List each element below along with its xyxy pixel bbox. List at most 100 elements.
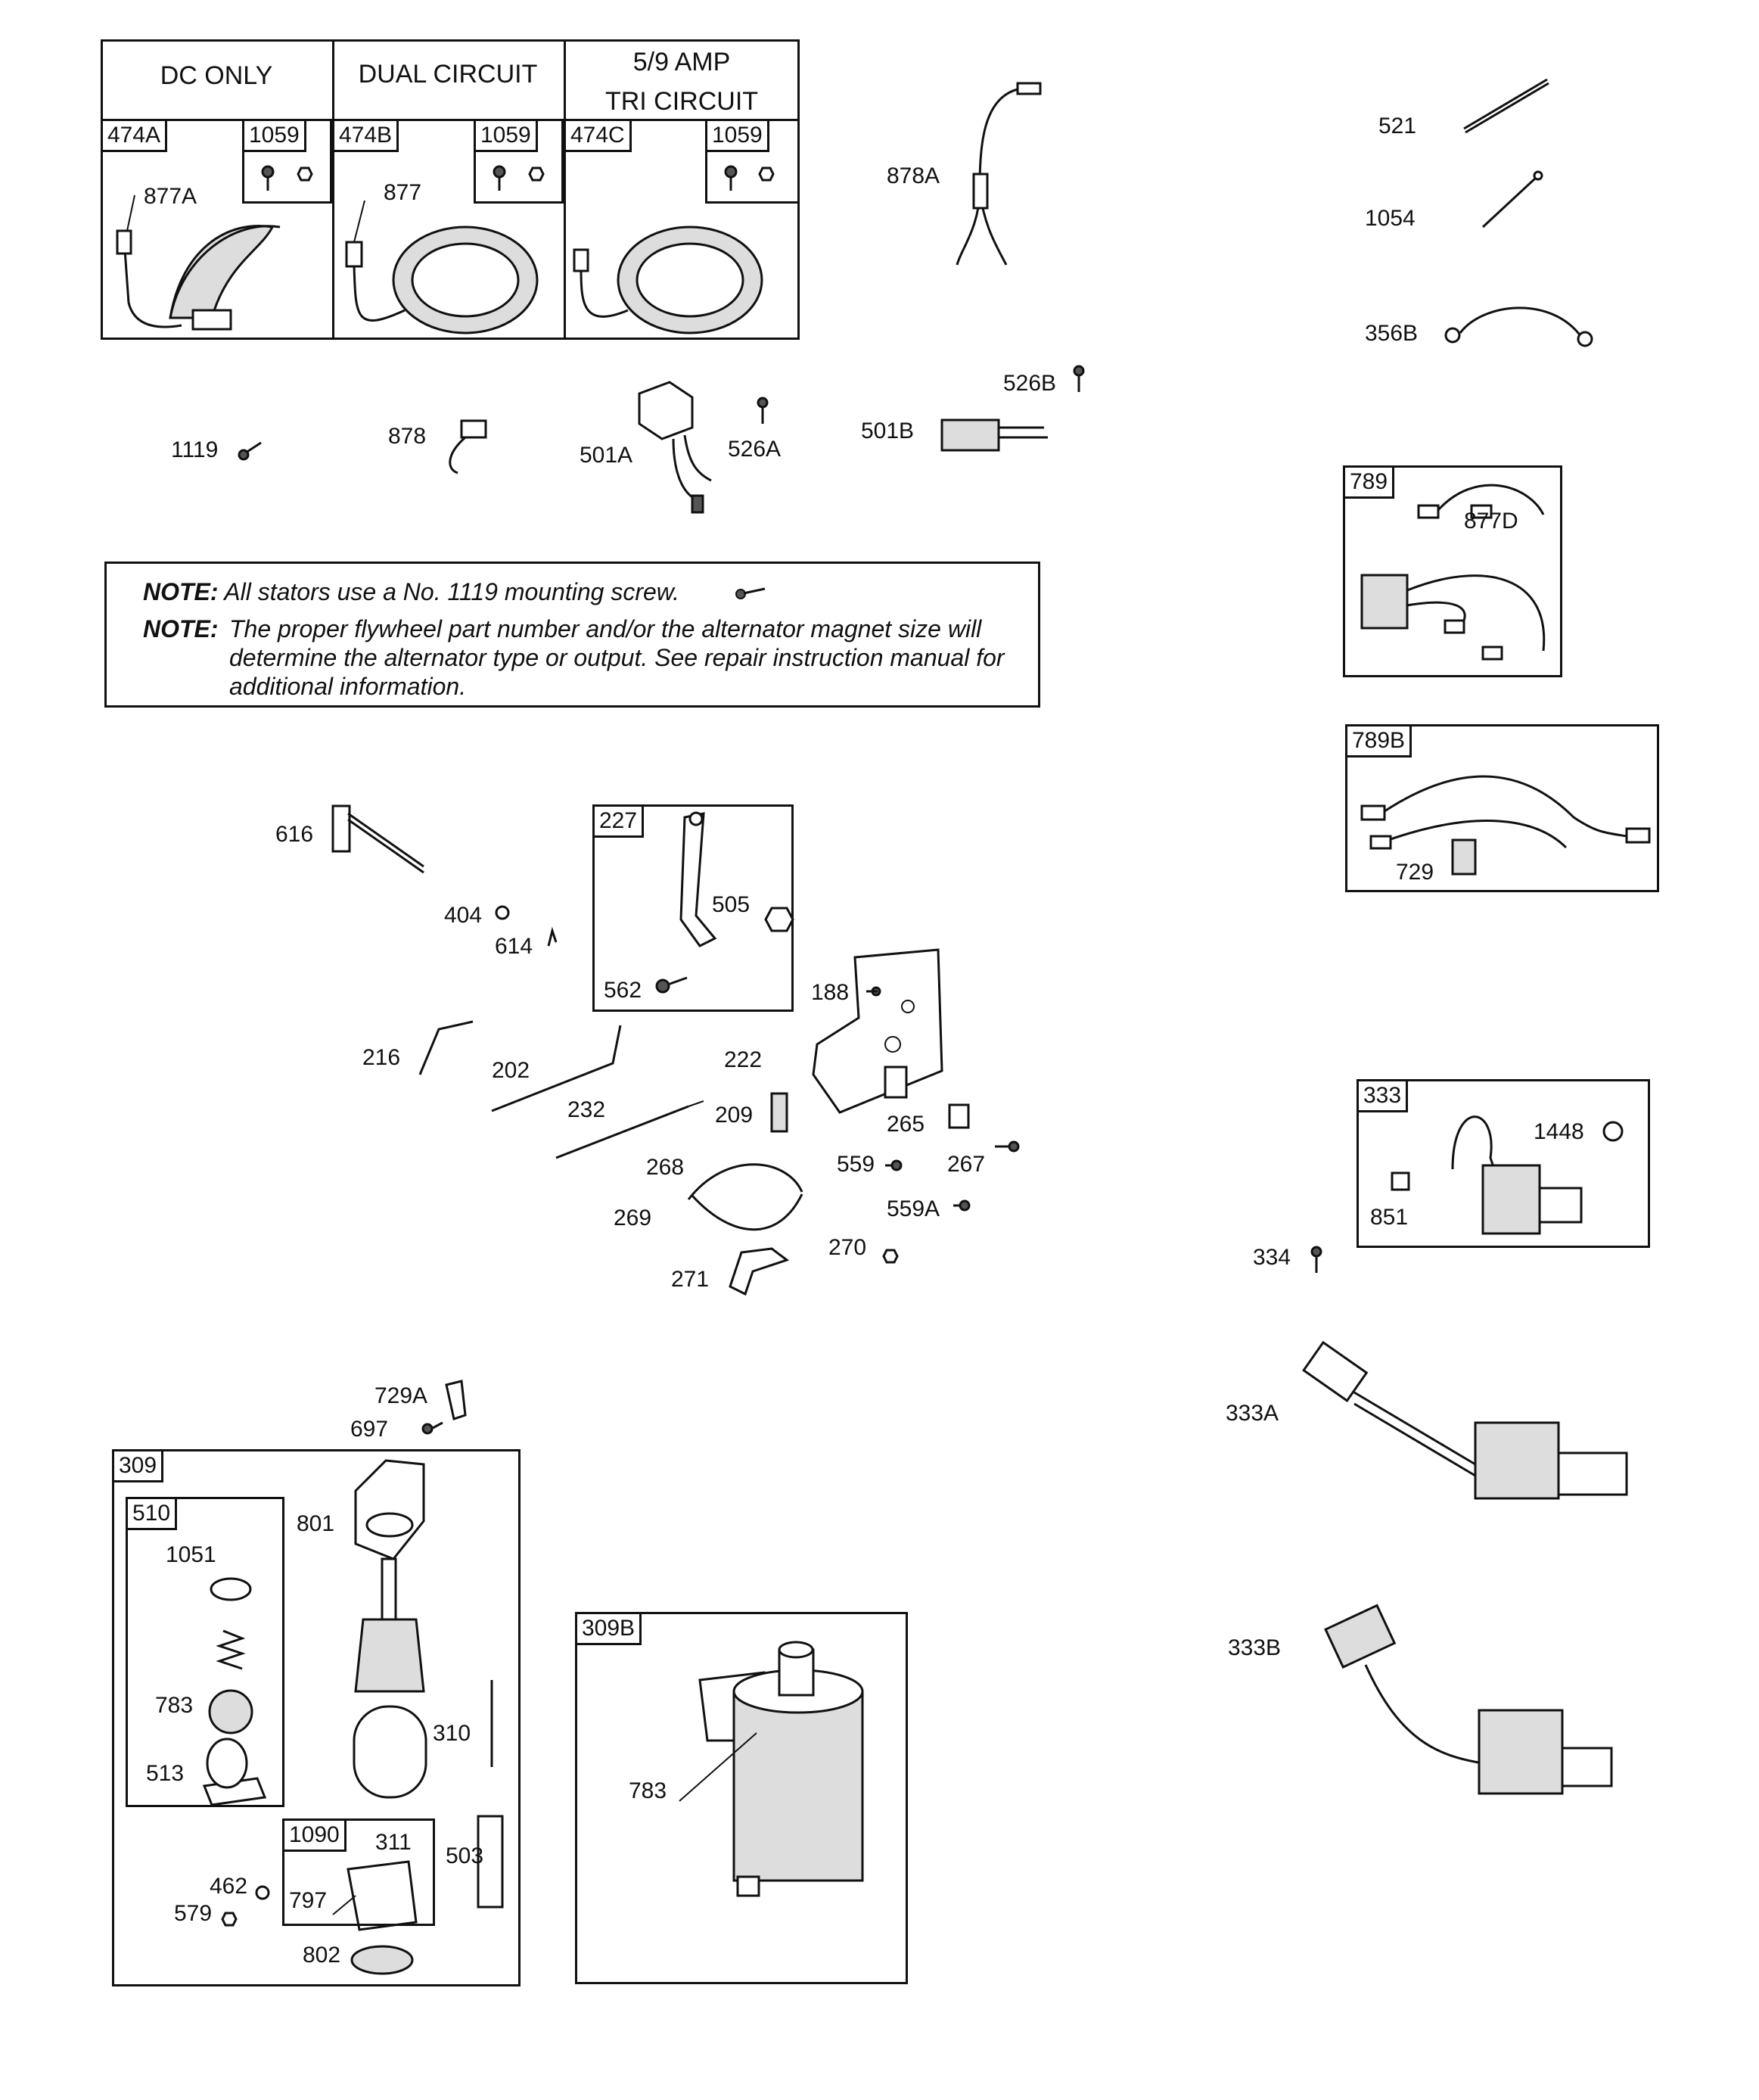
part-265: 265 — [887, 1112, 925, 1137]
ignition-333b-drawing — [1324, 1604, 1613, 1795]
small-parts-right-drawing — [1444, 78, 1593, 347]
stator-dual-drawing — [345, 226, 539, 334]
ignition-333-drawing — [1310, 1115, 1624, 1273]
kit-tag-789: 789 — [1343, 465, 1395, 499]
kit-tag-333: 333 — [1357, 1079, 1409, 1112]
note-2-label: NOTE: — [143, 615, 219, 642]
screw-nut-drawings — [261, 165, 775, 191]
part-269: 269 — [614, 1206, 652, 1230]
note-1: NOTE: All stators use a No. 1119 mountin… — [143, 577, 679, 606]
kit-box-510 — [126, 1497, 284, 1807]
kit-tag-510: 510 — [126, 1497, 178, 1530]
part-801: 801 — [297, 1511, 335, 1536]
part-232: 232 — [567, 1097, 606, 1122]
part-270: 270 — [828, 1235, 867, 1260]
part-878: 878 — [388, 424, 427, 449]
part-697: 697 — [350, 1417, 389, 1442]
leader-lines — [126, 194, 757, 1915]
kit-tag-474a: 474A — [101, 119, 168, 152]
part-851: 851 — [1370, 1205, 1409, 1230]
note-2: NOTE: — [143, 614, 219, 643]
kit-tag-1090: 1090 — [282, 1818, 347, 1852]
part-501a: 501A — [580, 443, 633, 468]
harness-789b-drawing — [1360, 775, 1651, 876]
stator-dc-drawing — [116, 225, 281, 331]
kit-tag-227: 227 — [592, 804, 645, 838]
part-1054: 1054 — [1365, 206, 1416, 231]
part-559a: 559A — [887, 1196, 940, 1221]
kit-box-227 — [592, 804, 794, 1012]
header-dual-circuit: DUAL CIRCUIT — [358, 60, 538, 89]
part-526a: 526A — [728, 437, 782, 462]
part-271: 271 — [671, 1267, 710, 1292]
part-562: 562 — [604, 978, 642, 1003]
kit-box-309 — [112, 1449, 521, 1986]
part-877d: 877D — [1464, 509, 1518, 534]
part-521: 521 — [1378, 114, 1417, 138]
bracket-222-drawing — [770, 948, 1020, 1264]
part-268: 268 — [646, 1155, 685, 1180]
part-616: 616 — [275, 822, 314, 847]
kit-box-309b — [575, 1612, 908, 1984]
lever-227-drawing — [655, 811, 794, 994]
header-tri-circuit-amp: 5/9 AMP — [632, 48, 731, 76]
part-501b: 501B — [861, 418, 915, 443]
part-579: 579 — [174, 1901, 213, 1926]
kit-box-789b — [1345, 724, 1659, 892]
kit-tag-474c: 474C — [564, 119, 632, 152]
kit-box-333 — [1357, 1079, 1650, 1248]
linkage-parts-drawing — [331, 804, 558, 947]
kit-box-789 — [1343, 465, 1562, 677]
kit-tag-474b: 474B — [332, 119, 399, 152]
note-1-text: All stators use a No. 1119 mounting scre… — [224, 578, 680, 605]
stator-header-row-line — [101, 119, 800, 121]
part-802: 802 — [303, 1943, 341, 1968]
screw-kit-box-c — [705, 119, 800, 204]
header-dc-only: DC ONLY — [160, 61, 273, 90]
screw-1119-drawing — [238, 441, 262, 461]
part-334: 334 — [1253, 1245, 1291, 1270]
part-729a: 729A — [374, 1383, 428, 1408]
part-311: 311 — [375, 1830, 412, 1855]
part-526b: 526B — [1003, 371, 1057, 396]
part-559: 559 — [837, 1152, 875, 1177]
part-356b: 356B — [1365, 321, 1419, 346]
starter-309b-drawing — [698, 1641, 864, 1897]
part-1448: 1448 — [1534, 1119, 1584, 1144]
kit-tag-309b: 309B — [575, 1612, 642, 1645]
part-462: 462 — [210, 1874, 248, 1899]
part-513: 513 — [146, 1761, 185, 1786]
part-729: 729 — [1396, 860, 1434, 885]
stator-tri-drawing — [573, 226, 763, 334]
part-797: 797 — [289, 1888, 328, 1913]
part-1051: 1051 — [166, 1542, 216, 1567]
kit-box-1090 — [282, 1818, 435, 1926]
part-877a: 877A — [144, 184, 197, 209]
part-614: 614 — [495, 934, 533, 959]
ignition-333a-drawing — [1302, 1340, 1628, 1500]
part-878a: 878A — [887, 163, 940, 188]
part-877: 877 — [384, 180, 422, 205]
part-1119: 1119 — [171, 437, 219, 462]
header-tri-circuit: TRI CIRCUIT — [604, 87, 759, 116]
part-783-starter: 783 — [155, 1693, 194, 1718]
part-310: 310 — [433, 1721, 471, 1746]
kit-tag-789b: 789B — [1345, 724, 1412, 758]
stator-header-divider-1 — [332, 39, 334, 340]
note-2-line-1: The proper flywheel part number and/or t… — [229, 615, 982, 642]
part-404: 404 — [444, 903, 483, 928]
wire-878a-drawing — [956, 82, 1042, 266]
part-333a: 333A — [1226, 1401, 1279, 1426]
regulator-501b-drawing — [940, 365, 1085, 452]
screw-kit-box-b — [474, 119, 564, 204]
part-333b: 333B — [1228, 1635, 1282, 1660]
screw-kit-box-a — [242, 119, 332, 204]
part-503: 503 — [446, 1843, 484, 1868]
starter-309-drawing — [202, 1459, 504, 1975]
kit-tag-1059-c: 1059 — [705, 119, 769, 152]
stator-header-divider-2 — [564, 39, 566, 340]
springs-cables-drawing — [418, 1020, 803, 1296]
regulator-501a-drawing — [638, 381, 769, 514]
part-209: 209 — [715, 1103, 754, 1128]
